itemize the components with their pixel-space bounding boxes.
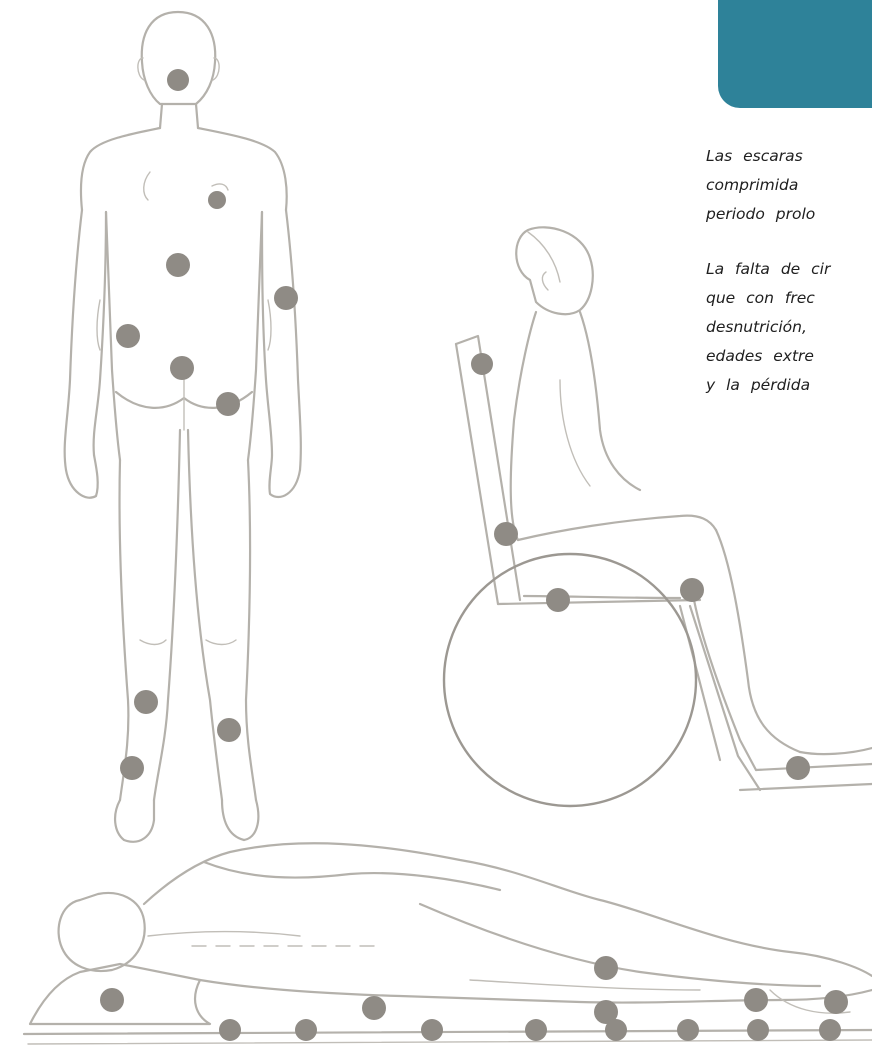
pressure-point: [819, 1019, 841, 1041]
text-line: y la pérdida: [706, 376, 810, 394]
pressure-point: [605, 1019, 627, 1041]
pressure-point: [216, 392, 240, 416]
text-line: desnutrición,: [706, 318, 807, 336]
pressure-point: [362, 996, 386, 1020]
pressure-point: [824, 990, 848, 1014]
pressure-point: [134, 690, 158, 714]
pressure-point: [525, 1019, 547, 1041]
paragraph-2: La falta de cir que con frec desnutrició…: [706, 255, 872, 400]
lying-figure: [24, 843, 872, 1044]
text-line: comprimida: [706, 176, 798, 194]
text-line: periodo prolo: [706, 205, 815, 223]
pressure-point: [677, 1019, 699, 1041]
pressure-point: [116, 324, 140, 348]
pressure-point: [471, 353, 493, 375]
pressure-point: [421, 1019, 443, 1041]
pressure-point: [274, 286, 298, 310]
standing-figure: [65, 12, 301, 842]
body-text: Las escaras comprimida periodo prolo La …: [706, 142, 872, 426]
pressure-point: [680, 578, 704, 602]
wheel: [444, 554, 696, 806]
pressure-point: [170, 356, 194, 380]
pressure-point: [747, 1019, 769, 1041]
pressure-point: [546, 588, 570, 612]
pressure-point: [295, 1019, 317, 1041]
pressure-point: [594, 956, 618, 980]
pressure-point: [120, 756, 144, 780]
text-line: La falta de cir: [706, 260, 830, 278]
text-line: Las escaras: [706, 147, 803, 165]
pressure-point: [217, 718, 241, 742]
pressure-point: [167, 69, 189, 91]
pressure-point: [208, 191, 226, 209]
text-line: que con frec: [706, 289, 815, 307]
pressure-point: [744, 988, 768, 1012]
pressure-point: [219, 1019, 241, 1041]
text-line: edades extre: [706, 347, 814, 365]
pressure-point: [494, 522, 518, 546]
pressure-point: [786, 756, 810, 780]
pressure-point: [166, 253, 190, 277]
pressure-point: [100, 988, 124, 1012]
paragraph-1: Las escaras comprimida periodo prolo: [706, 142, 872, 229]
header-banner: [718, 0, 872, 108]
